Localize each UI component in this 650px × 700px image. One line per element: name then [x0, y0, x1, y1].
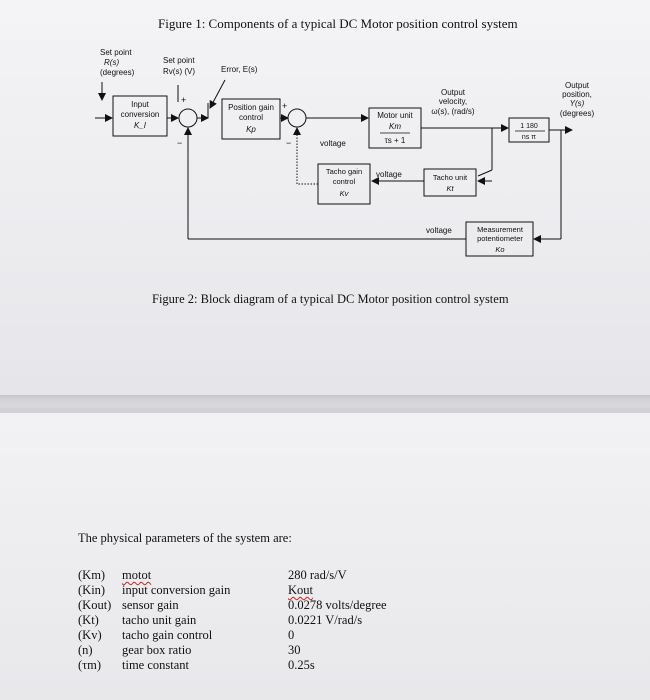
document-page-top	[0, 0, 650, 395]
param-value: 280 rad/s/V	[288, 568, 347, 582]
figure2-title: Figure 2: Block diagram of a typical DC …	[152, 292, 509, 306]
position-gain-block	[221, 98, 281, 140]
sum1-minus: −	[177, 138, 182, 148]
tacho-unit-label-2: Kt	[446, 184, 454, 193]
param-value: 0.0221 V/rad/s	[288, 613, 363, 627]
error-label: Error, E(s)	[221, 65, 258, 74]
param-description: tacho gain control	[122, 628, 213, 642]
position-gain-label-2: control	[239, 113, 263, 122]
input-conversion-label-1: Input	[131, 100, 150, 109]
set-point-label-3: (degrees)	[100, 68, 135, 77]
summing-junction-2	[287, 108, 307, 128]
param-description: input conversion gain	[122, 583, 231, 597]
integrator-label-2: ns π	[522, 134, 536, 141]
motor-unit-label-1: Motor unit	[377, 111, 413, 120]
param-description: motot	[122, 568, 152, 582]
param-symbol: (Kv)	[78, 628, 102, 642]
param-description: sensor gain	[122, 598, 179, 612]
integrator-label-1: 1 180	[520, 123, 538, 130]
param-value: Kout	[288, 583, 313, 597]
param-description: tacho unit gain	[122, 613, 197, 627]
sum2-plus: +	[282, 101, 287, 111]
figure1-title: Figure 1: Components of a typical DC Mot…	[158, 16, 518, 31]
output-position-label-4: (degrees)	[560, 109, 595, 118]
set-point-label-2: R(s)	[104, 58, 119, 67]
output-position-label-2: position,	[562, 90, 592, 99]
tacho-gain-label-1: Tacho gain	[326, 167, 362, 176]
measurement-label-1: Measurement	[477, 225, 524, 234]
sum1-plus: +	[181, 95, 186, 105]
param-symbol: (Kin)	[78, 583, 106, 597]
parameters-intro: The physical parameters of the system ar…	[78, 531, 292, 545]
param-description: gear box ratio	[122, 643, 192, 657]
output-velocity-label-3: ω(s), (rad/s)	[431, 107, 474, 116]
tacho-unit-block	[423, 168, 477, 197]
tacho-unit-label-1: Tacho unit	[433, 173, 468, 182]
document-page-bottom	[0, 413, 650, 700]
output-velocity-label-2: velocity,	[439, 97, 467, 106]
param-symbol: (n)	[78, 643, 93, 657]
motor-unit-label-3: τs + 1	[385, 136, 406, 145]
output-position-label-1: Output	[565, 81, 590, 90]
voltage-label-1: voltage	[320, 139, 346, 148]
tacho-gain-label-2: control	[333, 177, 356, 186]
sum2-minus: −	[286, 138, 291, 148]
page-divider	[0, 395, 650, 413]
param-value: 0.25s	[288, 658, 315, 672]
position-gain-label-3: Kp	[246, 125, 256, 134]
set-point-label-1: Set point	[100, 48, 132, 57]
output-position-label-3: Y(s)	[570, 99, 585, 108]
measurement-label-2: potentiometer	[477, 234, 523, 243]
param-value: 30	[288, 643, 301, 657]
set-point-volts-label-1: Set point	[163, 56, 195, 65]
input-conversion-label-3: K_I	[134, 121, 147, 130]
input-conversion-label-2: conversion	[121, 110, 160, 119]
param-value: 0.0278 volts/degree	[288, 598, 387, 612]
input-conversion-block	[112, 95, 168, 137]
summing-junction-1	[178, 108, 198, 128]
motor-unit-label-2: Km	[389, 122, 401, 131]
param-description: time constant	[122, 658, 189, 672]
set-point-volts-label-2: Rv(s) (V)	[163, 67, 195, 76]
param-value: 0	[288, 628, 295, 642]
param-symbol: (Kt)	[78, 613, 99, 627]
block-diagram: Set point R(s) (degrees) Set point Rv(s)…	[95, 48, 595, 257]
voltage-label-2: voltage	[376, 170, 402, 179]
measurement-label-3: Ko	[495, 245, 504, 254]
voltage-label-3: voltage	[426, 226, 452, 235]
position-gain-label-1: Position gain	[228, 103, 274, 112]
param-symbol: (Km)	[78, 568, 106, 582]
param-symbol: (Kout)	[78, 598, 112, 612]
param-symbol: (τm)	[78, 658, 102, 672]
tacho-gain-label-3: Kv	[340, 189, 350, 198]
output-velocity-label-1: Output	[441, 88, 466, 97]
